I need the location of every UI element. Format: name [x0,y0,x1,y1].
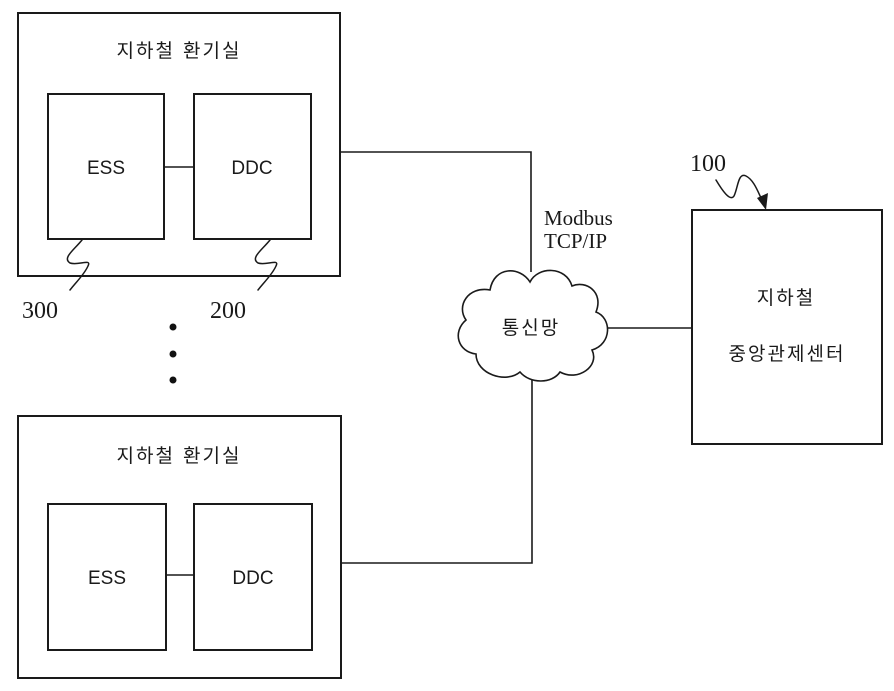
ess-reference-leader [66,239,90,291]
station-top-title: 지하철 환기실 [117,40,242,62]
bottom-station-network-link [341,373,533,564]
ddc-reference-number: 200 [210,298,246,324]
ellipsis-dot [169,323,177,331]
control-center-reference-number: 100 [690,151,726,177]
station-bottom-ess-box [47,503,167,651]
control-center-line1: 지하철 [757,287,815,309]
control-center-line2: 중앙관제센터 [729,343,846,365]
station-top-ess-label: ESS [87,158,125,179]
station-bottom-ess-label: ESS [88,568,126,589]
control-center-box [691,209,883,445]
station-top: 지하철 환기실 ESS DDC [17,12,341,291]
station-bottom-title: 지하철 환기실 [117,445,242,467]
protocol-label-line2: TCP/IP [544,229,607,253]
station-top-ddc-box [193,93,312,240]
station-bottom: 지하철 환기실 ESS DDC [17,415,342,679]
top-station-network-link [340,151,532,272]
protocol-label-line1: Modbus [544,206,613,230]
station-bottom-ddc-box [193,503,313,651]
station-top-ess-box [47,93,165,240]
station-top-ddc-label: DDC [231,158,272,179]
station-bottom-ddc-label: DDC [232,568,273,589]
more-stations-ellipsis [169,323,177,384]
ellipsis-dot [169,350,177,358]
ess-reference-number: 300 [22,298,58,324]
network-label: 통신망 [502,317,560,339]
arrowhead-icon [757,193,768,210]
ddc-reference-leader [254,239,278,291]
network-cloud-icon [457,269,609,382]
control-center-reference-leader [715,174,763,201]
ellipsis-dot [169,376,177,384]
